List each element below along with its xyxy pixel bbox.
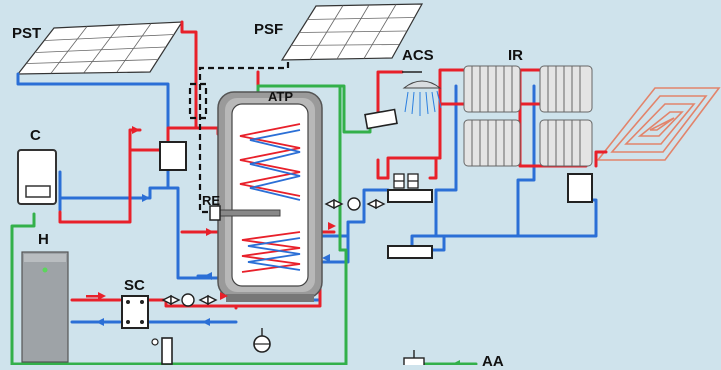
shower-acs xyxy=(364,71,442,130)
label-psf: PSF xyxy=(254,21,284,38)
label-ir: IR xyxy=(508,47,523,64)
label-h: H xyxy=(38,231,49,248)
manifold-valves xyxy=(393,173,419,189)
valve-pump-group-sc xyxy=(161,293,218,307)
aa-valve xyxy=(403,350,425,365)
heat-pump-h xyxy=(21,251,69,363)
return-manifold xyxy=(387,245,433,259)
filter-valve xyxy=(151,337,173,365)
flow-arrows xyxy=(86,126,476,365)
label-c: C xyxy=(30,127,41,144)
label-sc: SC xyxy=(124,277,145,294)
label-aa: AA xyxy=(482,353,504,370)
label-acs: ACS xyxy=(402,47,434,64)
storage-tank-atp xyxy=(209,91,323,302)
floor-heating-coil xyxy=(596,87,721,161)
floor-heating-mixer xyxy=(567,173,593,203)
label-pst: PST xyxy=(12,25,42,42)
label-re: RE xyxy=(202,193,221,208)
label-atp: ATP xyxy=(268,89,294,104)
supply-manifold xyxy=(387,189,433,203)
expansion-vessel xyxy=(253,328,271,353)
boiler-c xyxy=(17,149,57,205)
radiators-ir xyxy=(463,65,593,167)
hydraulic-separator xyxy=(159,141,187,171)
heat-exchanger-sc xyxy=(121,295,149,329)
valve-pump-group-tank xyxy=(324,197,386,211)
solar-thermal-panel-pst xyxy=(16,21,184,75)
photovoltaic-panel-psf xyxy=(280,3,424,61)
pv-dashed-line xyxy=(188,62,290,214)
